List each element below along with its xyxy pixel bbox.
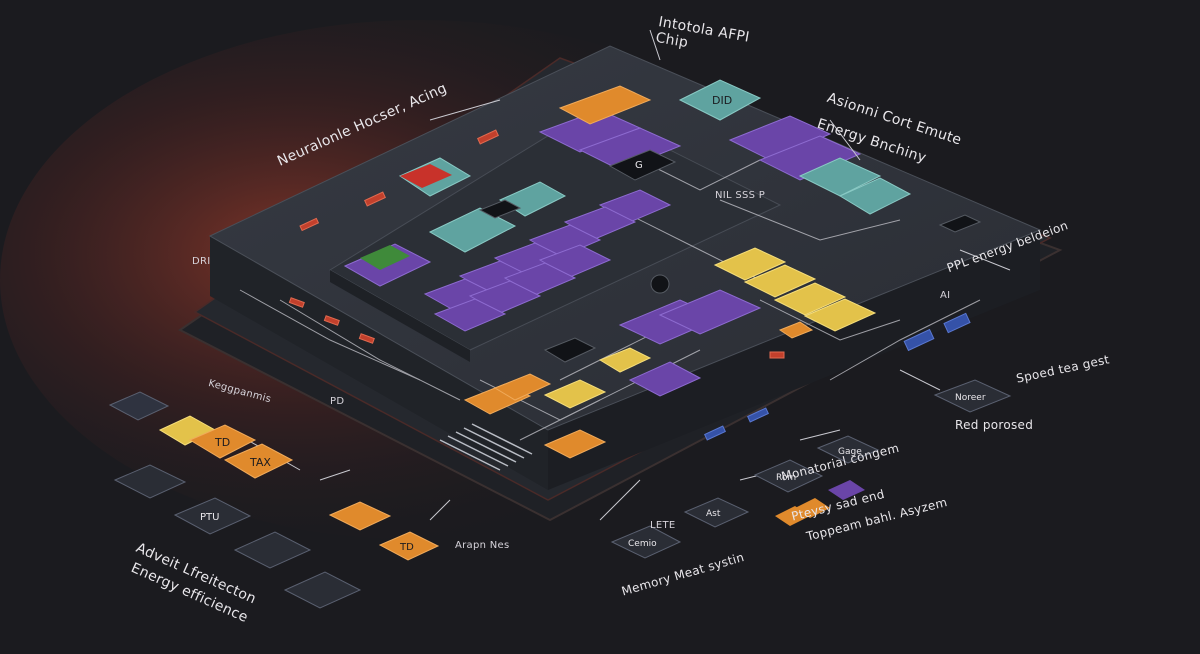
chip-label-cpu: G: [635, 160, 643, 171]
chip-label-teal: DID: [712, 94, 732, 107]
purple-chip-cluster: [423, 189, 672, 332]
purple-chip-cluster-right: [538, 109, 862, 397]
chip-label-orange-3: TD: [399, 542, 414, 553]
ai-label: AI: [940, 290, 951, 301]
blue-components: [704, 312, 971, 441]
yellow-chips: [543, 247, 877, 409]
dri-label: DRI: [192, 256, 211, 267]
pd-label: PD: [330, 396, 345, 407]
red-chip: [400, 164, 452, 188]
lete-label: LETE: [650, 520, 676, 531]
chip-label-orange-2: TAX: [249, 456, 271, 469]
gpu-chip: [343, 243, 432, 287]
arapn-label: Arapn Nes: [455, 540, 510, 551]
chip-label-orange-1: TD: [214, 436, 230, 449]
callout-label-gage: Gage: [838, 447, 862, 457]
floating-callouts-right: [610, 379, 1012, 559]
inner-board-side: [330, 270, 470, 362]
callout-label-bottom: Cemio: [628, 539, 657, 549]
chip-label-dark-1: PTU: [200, 512, 219, 523]
board-side-right: [548, 230, 1040, 490]
floating-chips-left: [108, 391, 440, 609]
connector-ribbon: [439, 423, 533, 471]
callout-label-rom: Rom: [776, 473, 796, 483]
callout-label-ast: Ast: [706, 509, 721, 519]
callout-label-right: Noreer: [955, 393, 986, 403]
resistors: [288, 129, 785, 359]
orange-chips-board: [463, 85, 814, 459]
red-porosed-label: Red porosed: [955, 418, 1034, 432]
small-components: [478, 149, 982, 363]
nil-label: NIL SSS P: [715, 190, 766, 201]
